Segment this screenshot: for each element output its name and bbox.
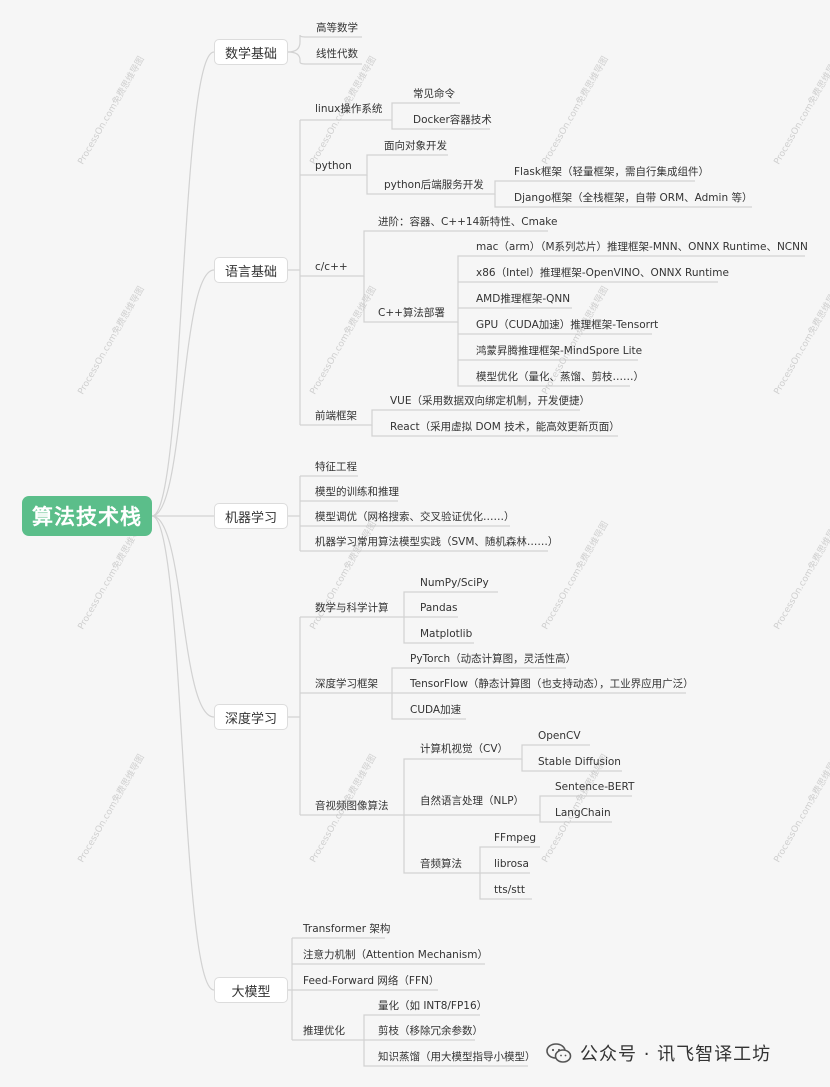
audio-item[interactable]: FFmpeg [494,832,537,844]
cpp-deploy-item[interactable]: mac（arm）（M系列芯片）推理框架-MNN、ONNX Runtime、NCN… [476,241,808,253]
brand-text: 公众号 · 讯飞智译工坊 [580,1044,772,1065]
cv-item[interactable]: OpenCV [538,730,581,742]
wechat-icon [546,1042,572,1064]
cpp-deploy-item[interactable]: x86（Intel）推理框架-OpenVINO、ONNX Runtime [476,267,729,279]
cpp-node[interactable]: c/c++ [315,261,348,273]
audio-item[interactable]: tts/stt [494,884,525,896]
dl-sci-item[interactable]: Pandas [420,602,458,614]
llm-item[interactable]: 注意力机制（Attention Mechanism） [303,949,488,961]
frontend-item[interactable]: React（采用虚拟 DOM 技术，能高效更新页面） [390,421,620,433]
frontend-node[interactable]: 前端框架 [315,410,357,422]
python-backend-item[interactable]: Django框架（全栈框架，自带 ORM、Admin 等） [514,192,753,204]
dl-sci-item[interactable]: Matplotlib [420,628,473,640]
cv-item[interactable]: Stable Diffusion [538,756,621,768]
math-item[interactable]: 线性代数 [316,48,358,60]
branch-deep-learning[interactable]: 深度学习 [214,704,288,730]
dl-framework-item[interactable]: CUDA加速 [410,704,462,716]
cpp-deploy-item[interactable]: 鸿蒙昇腾推理框架-MindSpore Lite [476,345,643,357]
cpp-deploy-item[interactable]: GPU（CUDA加速）推理框架-Tensorrt [476,319,659,331]
cpp-deploy-item[interactable]: AMD推理框架-QNN [476,293,571,305]
dl-sci-item[interactable]: NumPy/SciPy [420,577,489,589]
python-backend-item[interactable]: Flask框架（轻量框架，需自行集成组件） [514,166,709,178]
ml-item[interactable]: 机器学习常用算法模型实践（SVM、随机森林……） [315,536,559,548]
audio-node[interactable]: 音频算法 [420,858,462,870]
nlp-node[interactable]: 自然语言处理（NLP） [420,795,525,807]
branch-language[interactable]: 语言基础 [214,257,288,283]
root-topic[interactable]: 算法技术栈 [22,496,152,536]
math-item[interactable]: 高等数学 [316,22,358,34]
ml-item[interactable]: 模型调优（网格搜索、交叉验证优化……） [315,511,515,523]
cpp-advanced[interactable]: 进阶：容器、C++14新特性、Cmake [378,216,558,228]
wechat-brand: 公众号 · 讯飞智译工坊 [546,1040,771,1066]
llm-opt-item[interactable]: 剪枝（移除冗余参数） [378,1025,483,1037]
nlp-item[interactable]: LangChain [555,807,611,819]
ml-item[interactable]: 模型的训练和推理 [315,486,399,498]
python-backend-node[interactable]: python后端服务开发 [384,179,484,191]
llm-opt-node[interactable]: 推理优化 [303,1025,345,1037]
dl-framework-item[interactable]: TensorFlow（静态计算图（也支持动态），工业界应用广泛） [410,678,694,690]
llm-item[interactable]: Feed-Forward 网络（FFN） [303,975,440,987]
branch-machine-learning[interactable]: 机器学习 [214,503,288,529]
audio-item[interactable]: librosa [494,858,529,870]
linux-item[interactable]: 常见命令 [413,88,455,100]
python-oop[interactable]: 面向对象开发 [384,140,447,152]
cpp-deploy-item[interactable]: 模型优化（量化、蒸馏、剪枝……） [476,371,644,383]
linux-item[interactable]: Docker容器技术 [413,114,492,126]
llm-opt-item[interactable]: 量化（如 INT8/FP16） [378,1000,488,1012]
branch-llm[interactable]: 大模型 [214,977,288,1003]
ml-item[interactable]: 特征工程 [315,461,357,473]
dl-framework-node[interactable]: 深度学习框架 [315,678,378,690]
dl-av-node[interactable]: 音视频图像算法 [315,800,389,812]
python-node[interactable]: python [315,160,352,172]
cpp-deploy-node[interactable]: C++算法部署 [378,307,445,319]
llm-item[interactable]: Transformer 架构 [303,923,391,935]
nlp-item[interactable]: Sentence-BERT [555,781,635,793]
llm-opt-item[interactable]: 知识蒸馏（用大模型指导小模型） [378,1051,536,1063]
cv-node[interactable]: 计算机视觉（CV） [420,743,509,755]
frontend-item[interactable]: VUE（采用数据双向绑定机制，开发便捷） [390,395,591,407]
branch-math[interactable]: 数学基础 [214,39,288,65]
dl-framework-item[interactable]: PyTorch（动态计算图，灵活性高） [410,653,577,665]
linux-node[interactable]: linux操作系统 [315,103,383,115]
dl-sci-node[interactable]: 数学与科学计算 [315,602,389,614]
